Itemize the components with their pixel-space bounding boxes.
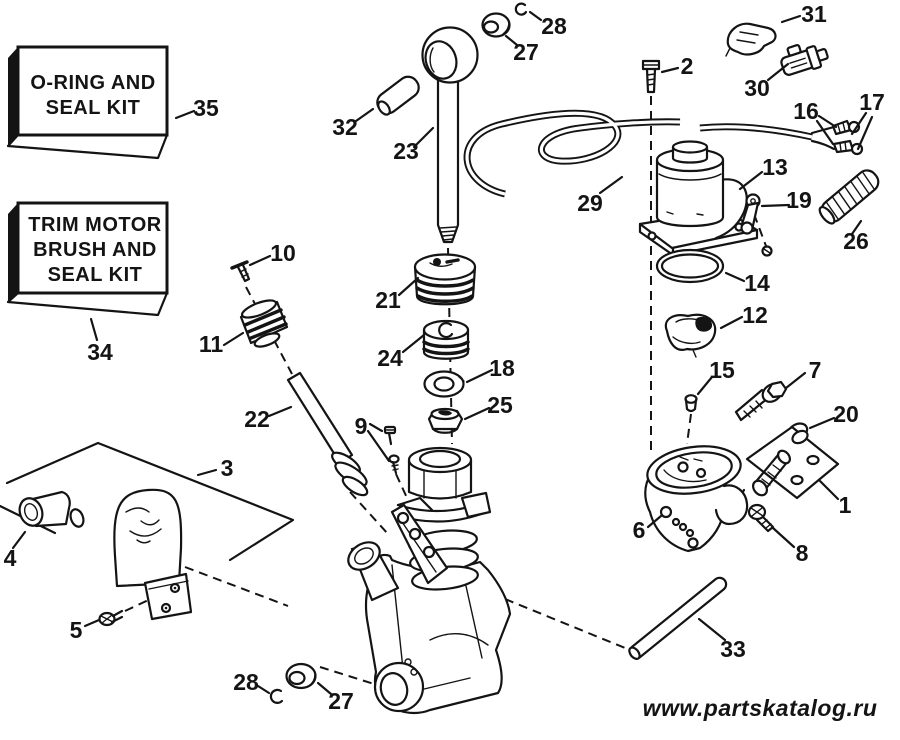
- part-16-17-wire-terminals: [831, 119, 864, 156]
- callout-numbers: 1 2 3 4 5 6 7 8 9 10 11 12 13 14 15 16 1…: [4, 1, 885, 714]
- callout-17: 17: [859, 89, 885, 115]
- part-8-screw: [747, 503, 775, 533]
- callout-22: 22: [244, 406, 270, 432]
- callout-35: 35: [193, 95, 219, 121]
- part-23-tilt-rod: [421, 26, 479, 244]
- callout-28-bottom: 28: [233, 669, 259, 695]
- kit-box-34-line3: SEAL KIT: [48, 264, 143, 286]
- part-4-coupler: [18, 490, 85, 528]
- part-2-bolt: [641, 59, 661, 94]
- callout-6: 6: [633, 517, 646, 543]
- callout-8: 8: [796, 540, 809, 566]
- kit-box-35-line1: O-RING AND: [30, 72, 155, 94]
- callout-leader-lines: [11, 10, 874, 696]
- part-29-wire-harness: [463, 109, 836, 198]
- callout-31: 31: [801, 1, 827, 27]
- part-14-o-ring: [655, 248, 725, 284]
- callout-26: 26: [843, 228, 869, 254]
- callout-27-top: 27: [513, 39, 539, 65]
- callout-2: 2: [681, 53, 694, 79]
- callout-19: 19: [786, 187, 812, 213]
- callout-12: 12: [742, 302, 768, 328]
- part-21-end-cap: [413, 253, 477, 306]
- callout-28-top: 28: [541, 13, 567, 39]
- part-10-screw: [230, 260, 251, 283]
- kit-box-34-line2: BRUSH AND: [33, 239, 157, 261]
- part-13-trim-motor: [638, 140, 759, 257]
- part-12-pump-cover: [664, 313, 717, 358]
- part-28-clip-bottom: [269, 688, 284, 704]
- callout-32: 32: [332, 114, 358, 140]
- callout-3: 3: [221, 455, 234, 481]
- callout-9: 9: [355, 413, 368, 439]
- part-27-cap-bottom: [285, 662, 317, 690]
- callout-1: 1: [839, 492, 852, 518]
- part-15-plug: [684, 394, 698, 413]
- kit-box-trim-motor-brush-seal: TRIM MOTOR BRUSH AND SEAL KIT: [6, 201, 169, 317]
- part-25-nut: [427, 407, 464, 434]
- part-7-bolt: [734, 380, 788, 422]
- part-9-screws: [383, 425, 400, 475]
- part-31-clamp: [725, 22, 777, 57]
- callout-27-bottom: 27: [328, 688, 354, 714]
- callout-7: 7: [809, 357, 822, 383]
- reservoir-tank: [113, 488, 193, 621]
- part-5-screw: [98, 609, 124, 627]
- callout-33: 33: [720, 636, 746, 662]
- callout-11: 11: [199, 331, 224, 357]
- cylinder-housing: [347, 446, 512, 715]
- callout-29: 29: [577, 190, 603, 216]
- callout-21: 21: [375, 287, 401, 313]
- callout-4: 4: [4, 545, 17, 571]
- part-30-connector: [780, 44, 829, 76]
- callout-25: 25: [487, 392, 513, 418]
- part-33-rod: [628, 576, 728, 660]
- callout-34: 34: [87, 339, 113, 365]
- part-26-boot: [818, 169, 880, 225]
- part-18-washer: [423, 370, 465, 398]
- part-27-cap-top: [481, 12, 511, 38]
- callout-18: 18: [489, 355, 515, 381]
- part-11-seal-stack: [239, 299, 289, 348]
- callout-10: 10: [270, 240, 296, 266]
- part-19-link: [740, 193, 773, 257]
- callout-13: 13: [762, 154, 788, 180]
- callout-23: 23: [393, 138, 419, 164]
- callout-15: 15: [709, 357, 735, 383]
- watermark-text: www.partskatalog.ru: [643, 695, 878, 721]
- callout-16: 16: [793, 98, 819, 124]
- part-32-pin: [376, 75, 420, 116]
- part-6-pump-body: [644, 445, 749, 553]
- kit-box-o-ring-seal: O-RING AND SEAL KIT: [6, 45, 169, 160]
- callout-30: 30: [744, 75, 770, 101]
- callout-14: 14: [744, 270, 770, 296]
- part-28-clip-top: [514, 2, 528, 16]
- callout-24: 24: [377, 345, 403, 371]
- part-1-valve-plate: [745, 425, 840, 500]
- part-22-tube: [286, 371, 369, 497]
- callout-20: 20: [833, 401, 859, 427]
- part-24-piston: [422, 319, 470, 360]
- callout-5: 5: [70, 617, 83, 643]
- kit-box-34-line1: TRIM MOTOR: [28, 214, 162, 236]
- kit-box-35-line2: SEAL KIT: [46, 97, 141, 119]
